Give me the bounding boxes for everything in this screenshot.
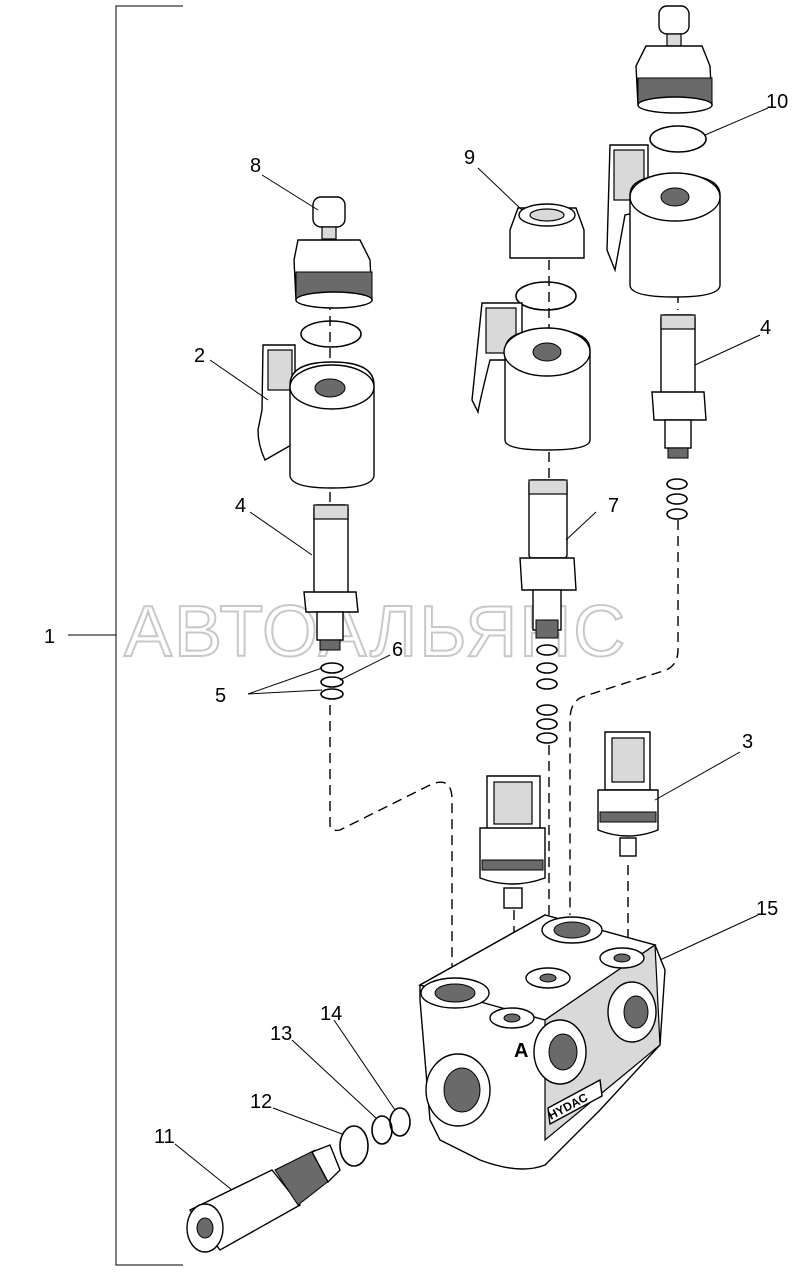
callout-11: 11 bbox=[154, 1126, 175, 1148]
part-7-cartridge bbox=[519, 479, 577, 639]
part-9-o-ring bbox=[515, 281, 577, 311]
part-4-cartridge-right bbox=[651, 314, 707, 459]
part-4-cartridge-left bbox=[303, 504, 359, 651]
part-3-pressure-sensor bbox=[597, 731, 659, 857]
part-12-o-ring bbox=[339, 1125, 369, 1167]
part-8-knob bbox=[293, 196, 373, 309]
part-9-cap bbox=[509, 203, 585, 259]
callout-6: 6 bbox=[392, 639, 403, 661]
part-15-valve-body: HYDAC bbox=[418, 914, 666, 1170]
rings-middle bbox=[536, 644, 558, 744]
part-2-coil bbox=[257, 344, 375, 489]
callout-2: 2 bbox=[194, 345, 205, 367]
part-14-o-ring bbox=[389, 1107, 411, 1137]
callout-7: 7 bbox=[608, 495, 619, 517]
callout-9: 9 bbox=[464, 147, 475, 169]
pressure-sensor-middle bbox=[479, 775, 546, 909]
callout-10: 10 bbox=[766, 91, 788, 113]
part-10-o-ring bbox=[649, 125, 707, 153]
callout-labels: 1 2 3 4 4 5 6 7 8 9 10 11 12 13 14 15 bbox=[44, 91, 788, 1148]
callout-4-left: 4 bbox=[235, 495, 246, 517]
callout-4-right: 4 bbox=[760, 317, 771, 339]
leader-lines bbox=[174, 107, 769, 1191]
coil-right bbox=[606, 144, 721, 298]
part-10-knob bbox=[635, 5, 713, 114]
part-8-o-ring bbox=[300, 320, 362, 348]
callout-5: 5 bbox=[215, 685, 226, 707]
assembly-bracket bbox=[68, 5, 183, 1266]
callout-13: 13 bbox=[270, 1023, 292, 1045]
callout-14: 14 bbox=[320, 1003, 342, 1025]
callout-8: 8 bbox=[250, 155, 261, 177]
callout-3: 3 bbox=[742, 731, 753, 753]
callout-12: 12 bbox=[250, 1091, 272, 1113]
part-11-relief-cartridge bbox=[186, 1144, 341, 1253]
body-port-label: A bbox=[514, 1040, 528, 1062]
part-13-o-ring bbox=[371, 1115, 393, 1145]
coil-middle bbox=[471, 302, 591, 451]
callout-15: 15 bbox=[756, 898, 778, 920]
callout-1: 1 bbox=[44, 626, 55, 648]
rings-right bbox=[666, 478, 688, 520]
